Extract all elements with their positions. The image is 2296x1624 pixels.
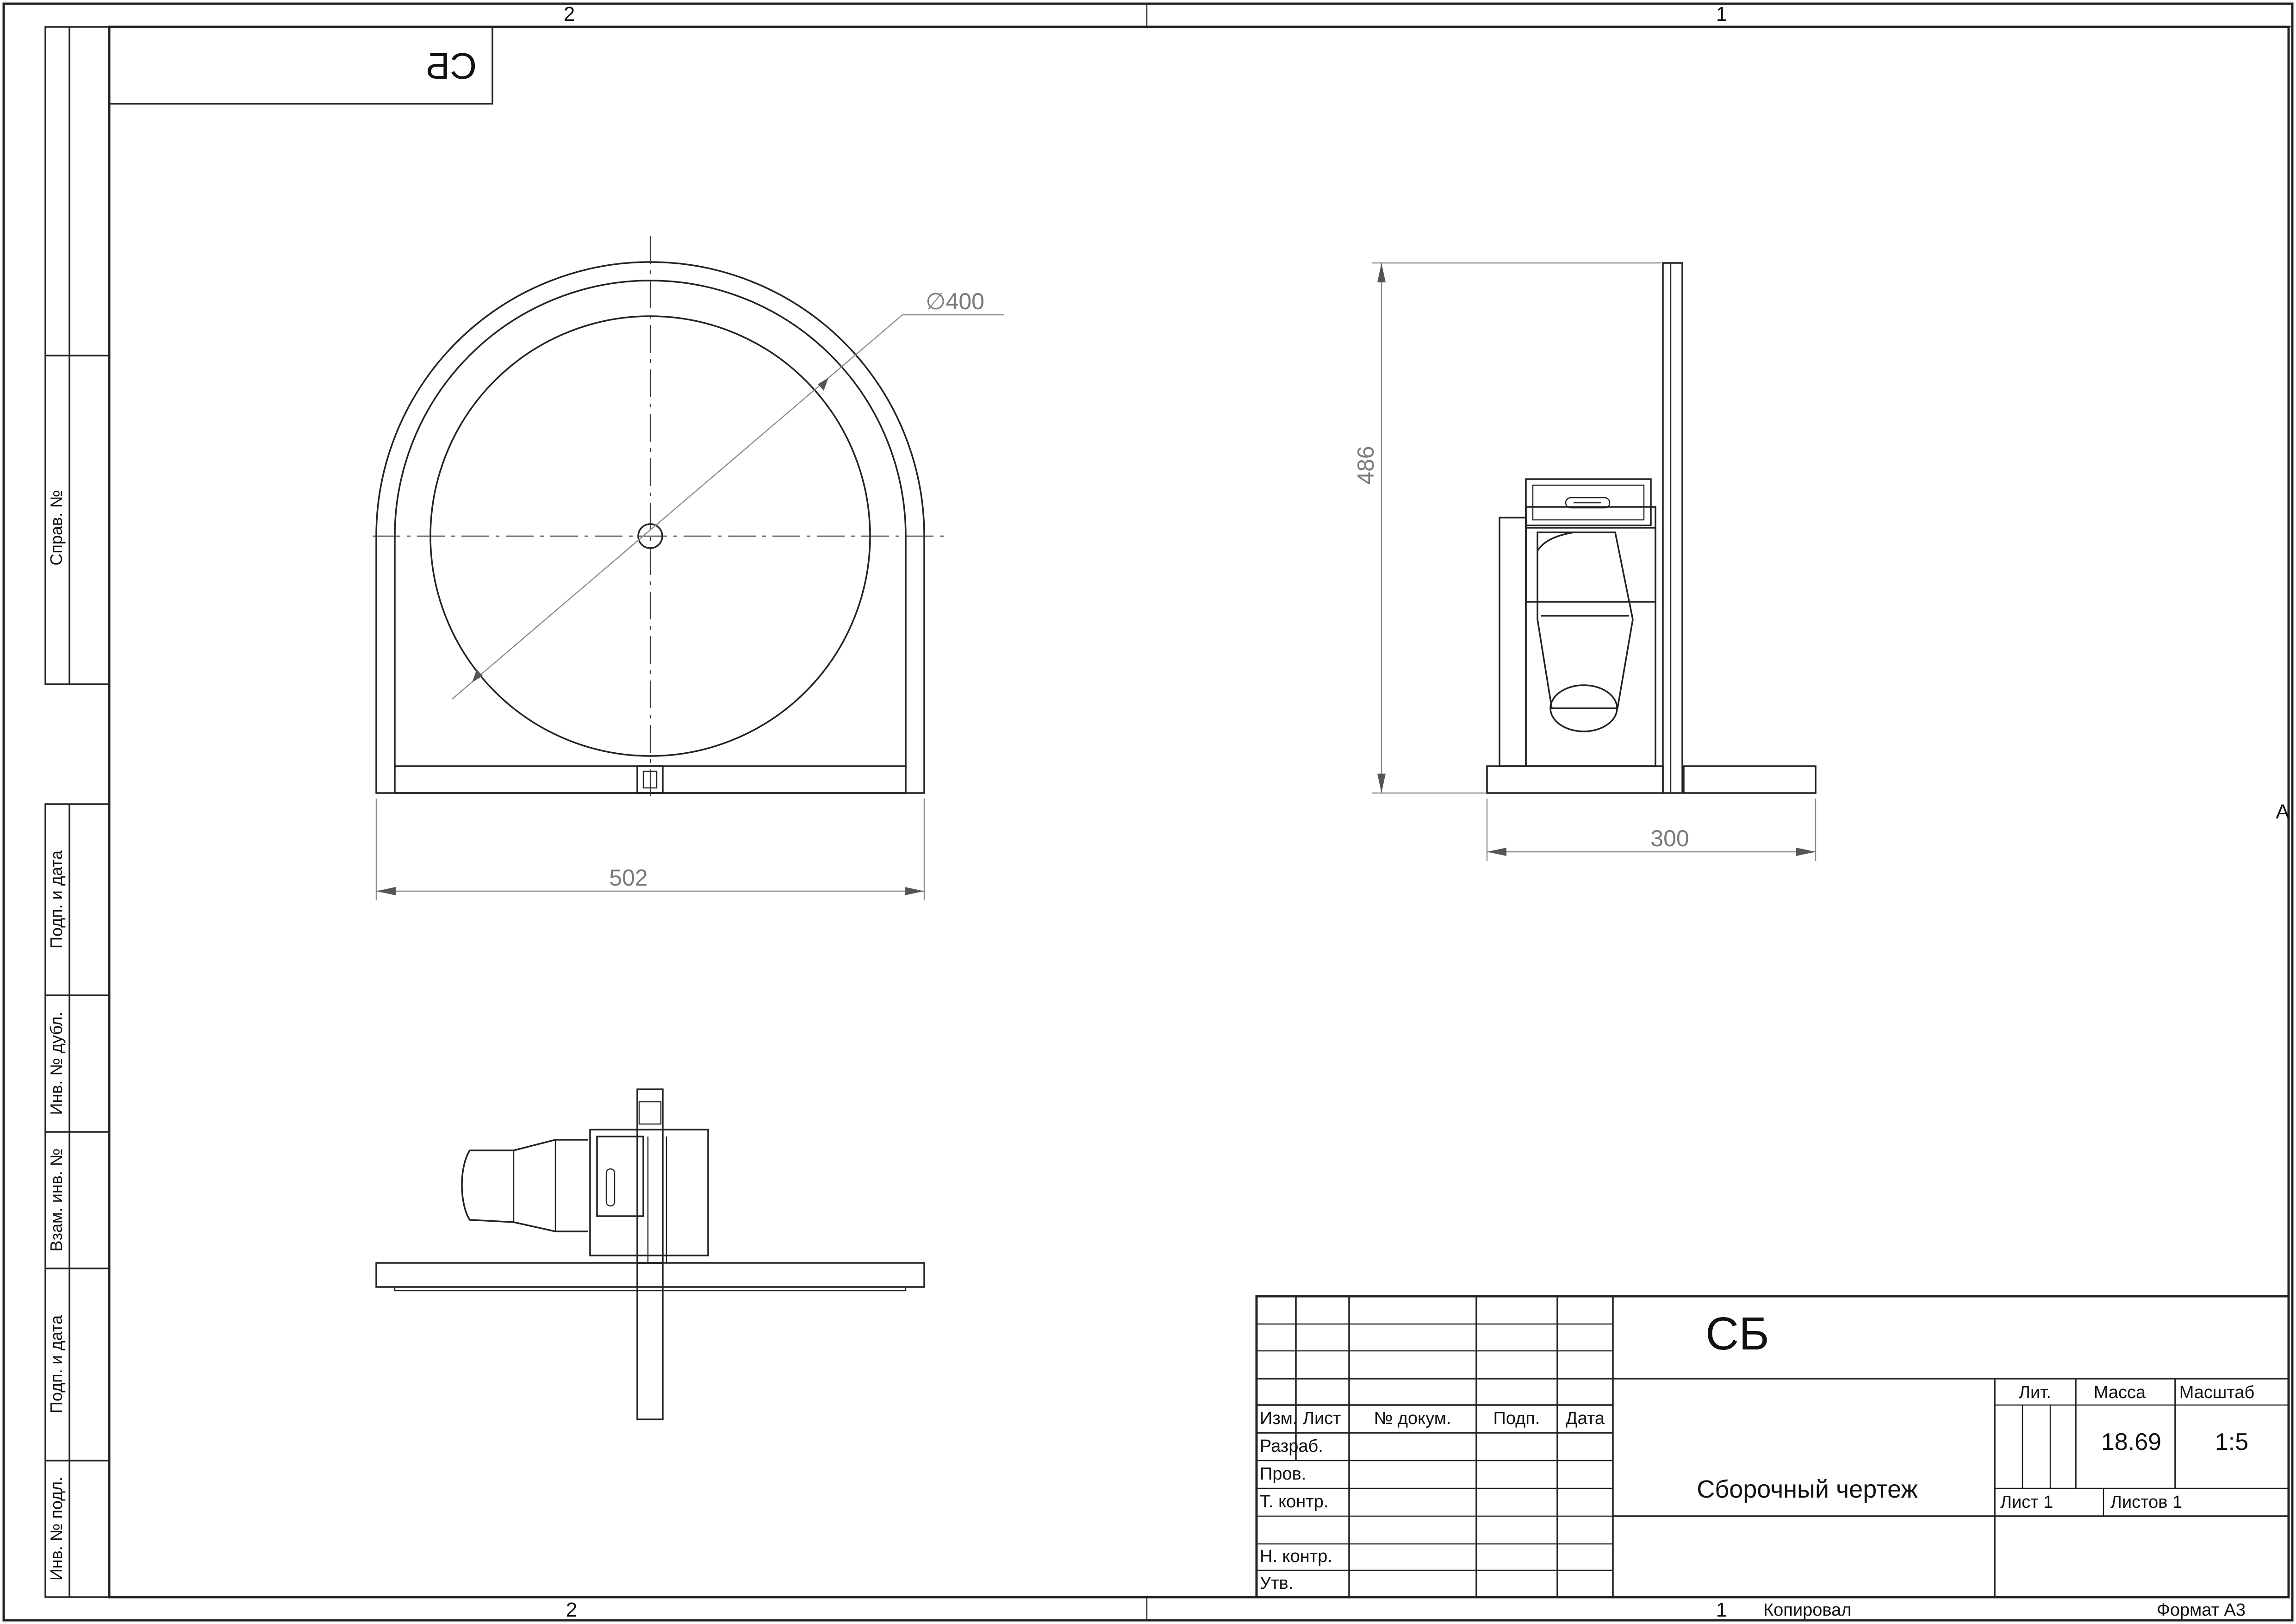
kopiroval-label: Копировал	[1763, 1600, 1851, 1620]
format-label: Формат А3	[2157, 1600, 2246, 1620]
role-razrab: Разраб.	[1260, 1437, 1323, 1456]
massa-value: 18.69	[2101, 1429, 2161, 1455]
lit-label: Лит.	[2019, 1383, 2051, 1402]
header-izm: Изм.	[1260, 1409, 1297, 1428]
role-prov: Пров.	[1260, 1464, 1306, 1484]
width-dimension-side: 300	[1650, 825, 1689, 851]
masshtab-value: 1:5	[2215, 1429, 2248, 1455]
sheets-count: Листов 1	[2110, 1493, 2182, 1512]
title-block-doc-title: Сборочный чертеж	[1697, 1475, 1917, 1503]
diameter-dimension: ∅400	[926, 288, 984, 314]
zone-label-bottom-1: 1	[1716, 1599, 1727, 1621]
massa-label: Масса	[2094, 1383, 2146, 1402]
title-block	[1255, 1295, 2290, 1599]
top-view	[375, 1088, 925, 1420]
side-stamp-inv-podl: Инв. № подл.	[47, 1477, 66, 1580]
top-view-motor-housing	[589, 1129, 709, 1256]
role-t-kontr: Т. контр.	[1260, 1492, 1328, 1512]
zone-label-top-1: 1	[1716, 3, 1727, 25]
sheet-number: Лист 1	[2000, 1493, 2053, 1512]
header-podp: Подп.	[1493, 1409, 1540, 1428]
side-stamp-lower	[44, 803, 110, 1598]
masshtab-label: Масштаб	[2179, 1383, 2255, 1402]
role-utv: Утв.	[1260, 1574, 1293, 1593]
zone-label-a: A	[2276, 800, 2290, 823]
header-list: Лист	[1303, 1409, 1341, 1428]
title-block-designation: СБ	[1705, 1308, 1769, 1360]
side-stamp-upper	[44, 26, 110, 685]
zone-label-bottom-2: 2	[566, 1599, 577, 1621]
role-n-kontr: Н. контр.	[1260, 1547, 1332, 1566]
header-doc-no: № докум.	[1374, 1409, 1451, 1428]
front-view-outer-arch	[375, 261, 925, 794]
side-stamp-vzam-inv: Взам. инв. №	[47, 1148, 66, 1251]
zone-label-top-2: 2	[564, 3, 575, 25]
side-stamp-podp-data-2: Подп. и дата	[47, 1315, 66, 1413]
side-view-base-right	[1683, 765, 1817, 794]
side-view-plate	[1662, 262, 1683, 794]
header-data: Дата	[1566, 1409, 1605, 1428]
side-view-motor-box	[1525, 478, 1652, 526]
width-dimension-front: 502	[609, 865, 647, 891]
mirrored-code-text: СБ	[426, 45, 477, 87]
side-stamp-podp-data-1: Подп. и дата	[47, 850, 66, 949]
front-view: ∅400 502	[373, 236, 1004, 900]
side-view: 486 300	[1353, 262, 1817, 861]
height-dimension-side: 486	[1353, 446, 1379, 484]
side-stamp-sprav: Справ. №	[47, 490, 66, 565]
top-view-cone	[461, 1139, 588, 1232]
side-stamp-inv-dubl: Инв. № дубл.	[47, 1012, 66, 1115]
